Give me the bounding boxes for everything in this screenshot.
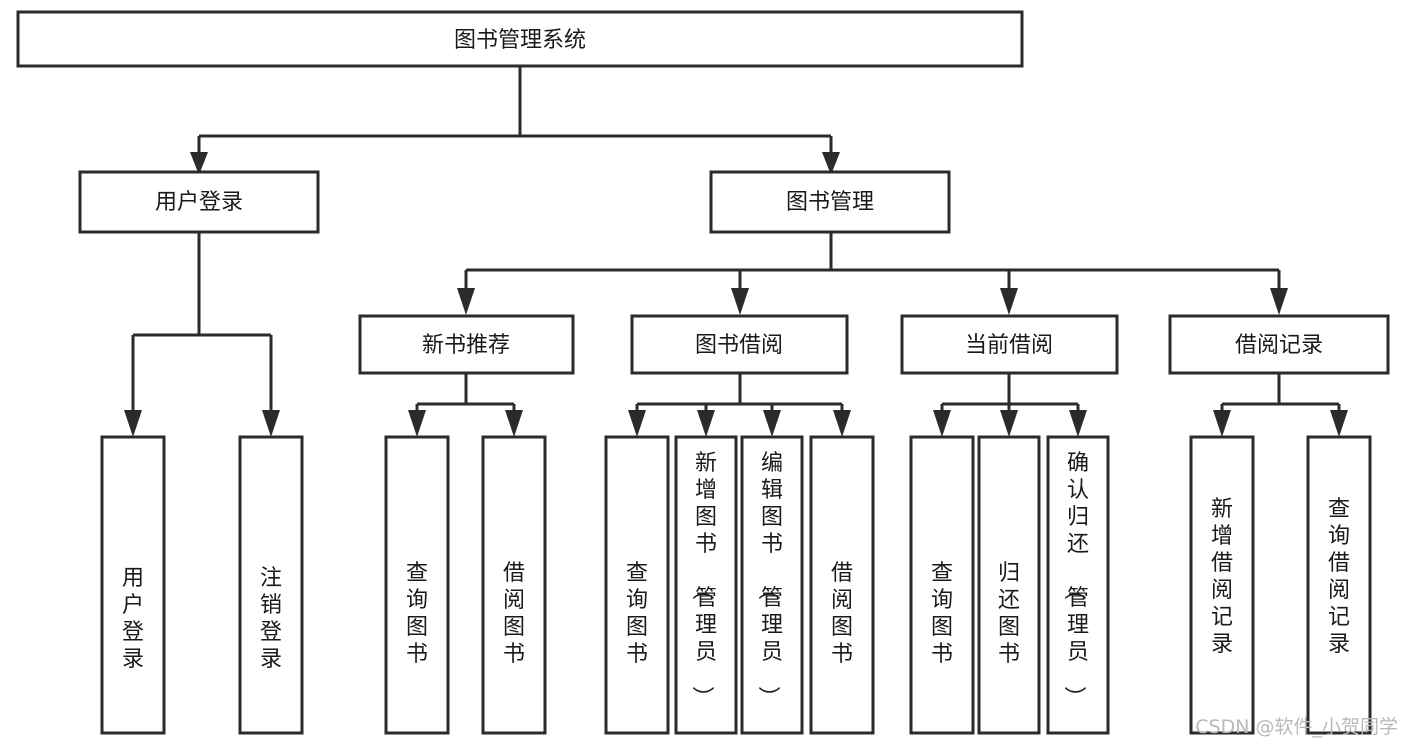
node-user-login-box[interactable] (78, 170, 320, 234)
node-leaf-add-record-box[interactable] (1189, 435, 1255, 735)
node-leaf-query-book-3-box[interactable] (909, 435, 975, 735)
node-leaf-user-login-label: 用户登录 (122, 566, 144, 672)
node-current-borrow-box[interactable] (900, 314, 1119, 375)
connectors (124, 66, 1348, 437)
node-leaf-return-book-box[interactable] (977, 435, 1041, 735)
node-root[interactable]: 图书管理系统 (16, 10, 1024, 68)
node-leaf-user-login-box[interactable] (100, 435, 166, 735)
arrow-leaf-return-book (1000, 410, 1018, 437)
node-book-manage-box[interactable] (709, 170, 951, 234)
node-leaf-add-record[interactable]: 新增借阅记录 (1189, 435, 1255, 735)
node-leaf-borrow-book-2-label: 借阅图书 (831, 561, 853, 667)
node-leaf-edit-book[interactable]: 编辑图书（管理员） (740, 435, 804, 735)
node-leaf-add-book[interactable]: 新增图书（管理员） (674, 435, 738, 735)
watermark-label: CSDN @软件_小贺同学 (1195, 716, 1398, 738)
arrow-leaf-user-login (124, 410, 142, 437)
arrow-leaf-add-book (697, 410, 715, 437)
node-leaf-confirm-return-label: 确认归还（管理员） (1061, 451, 1089, 708)
node-leaf-add-book-box[interactable] (674, 435, 738, 735)
arrow-leaf-logout (262, 410, 280, 437)
connector-new-book-rec-trunk (415, 373, 516, 414)
node-leaf-query-book-1-box[interactable] (384, 435, 450, 735)
node-new-book-rec[interactable]: 新书推荐 (358, 314, 575, 375)
arrow-leaf-add-record (1213, 410, 1231, 437)
connector-book-manage-trunk (464, 232, 1281, 292)
node-leaf-logout[interactable]: 注销登录 (238, 435, 304, 735)
node-user-login-label: 用户登录 (155, 190, 243, 215)
node-book-manage[interactable]: 图书管理 (709, 170, 951, 234)
connector-borrow-record-trunk (1220, 373, 1341, 414)
node-leaf-logout-label: 注销登录 (260, 566, 282, 672)
node-leaf-query-record-box[interactable] (1306, 435, 1372, 735)
node-leaf-user-login[interactable]: 用户登录 (100, 435, 166, 735)
node-leaf-query-book-2[interactable]: 查询图书 (604, 435, 670, 735)
node-book-manage-label: 图书管理 (786, 190, 874, 215)
node-leaf-borrow-book-2[interactable]: 借阅图书 (809, 435, 875, 735)
arrow-leaf-query-record (1330, 410, 1348, 437)
node-leaf-query-book-3-label: 查询图书 (931, 561, 953, 667)
node-leaf-confirm-return[interactable]: 确认归还（管理员） (1046, 435, 1110, 735)
node-leaf-add-record-label: 新增借阅记录 (1211, 497, 1233, 657)
node-borrow-record[interactable]: 借阅记录 (1168, 314, 1390, 375)
arrow-book-borrow (731, 288, 749, 315)
node-leaf-borrow-book-1-label: 借阅图书 (503, 561, 525, 667)
node-current-borrow-label: 当前借阅 (965, 333, 1053, 358)
node-leaf-edit-book-box[interactable] (740, 435, 804, 735)
node-leaf-query-record-label: 查询借阅记录 (1328, 497, 1350, 657)
node-borrow-record-box[interactable] (1168, 314, 1390, 375)
node-book-borrow-label: 图书借阅 (695, 333, 783, 358)
arrow-book-manage (822, 152, 840, 175)
node-leaf-query-book-1-label: 查询图书 (406, 561, 428, 667)
node-leaf-query-record[interactable]: 查询借阅记录 (1306, 435, 1372, 735)
node-root-box[interactable] (16, 10, 1024, 68)
node-leaf-borrow-book-2-box[interactable] (809, 435, 875, 735)
node-root-label: 图书管理系统 (454, 28, 586, 53)
node-book-borrow[interactable]: 图书借阅 (630, 314, 849, 375)
node-book-borrow-box[interactable] (630, 314, 849, 375)
node-user-login[interactable]: 用户登录 (78, 170, 320, 234)
node-leaf-query-book-2-box[interactable] (604, 435, 670, 735)
arrow-leaf-query-book-3 (933, 410, 951, 437)
arrow-leaf-query-book-2 (628, 410, 646, 437)
node-leaf-edit-book-label: 编辑图书（管理员） (755, 451, 783, 708)
node-leaf-query-book-3[interactable]: 查询图书 (909, 435, 975, 735)
node-leaf-return-book-label: 归还图书 (998, 561, 1020, 667)
arrow-leaf-edit-book (763, 410, 781, 437)
arrow-leaf-confirm-return (1069, 410, 1087, 437)
arrow-borrow-record (1270, 288, 1288, 315)
arrow-user-login (190, 152, 208, 175)
node-current-borrow[interactable]: 当前借阅 (900, 314, 1119, 375)
connector-current-borrow-trunk (940, 373, 1080, 414)
node-new-book-rec-box[interactable] (358, 314, 575, 375)
connector-root-trunk (197, 66, 833, 158)
arrow-new-book-rec (457, 288, 475, 315)
arrow-leaf-borrow-book-2 (833, 410, 851, 437)
arrow-current-borrow (1000, 288, 1018, 315)
node-new-book-rec-label: 新书推荐 (422, 333, 510, 358)
node-leaf-query-book-2-label: 查询图书 (626, 561, 648, 667)
connector-user-login-trunk (131, 232, 273, 414)
node-leaf-return-book[interactable]: 归还图书 (977, 435, 1041, 735)
node-leaf-borrow-book-1-box[interactable] (481, 435, 547, 735)
connector-book-borrow-trunk (635, 373, 844, 414)
node-leaf-add-book-label: 新增图书（管理员） (689, 451, 717, 708)
arrow-leaf-borrow-book-1 (505, 410, 523, 437)
node-borrow-record-label: 借阅记录 (1235, 333, 1323, 358)
node-leaf-query-book-1[interactable]: 查询图书 (384, 435, 450, 735)
node-leaf-logout-box[interactable] (238, 435, 304, 735)
node-leaf-borrow-book-1[interactable]: 借阅图书 (481, 435, 547, 735)
arrow-leaf-query-book-1 (408, 410, 426, 437)
node-leaf-confirm-return-box[interactable] (1046, 435, 1110, 735)
